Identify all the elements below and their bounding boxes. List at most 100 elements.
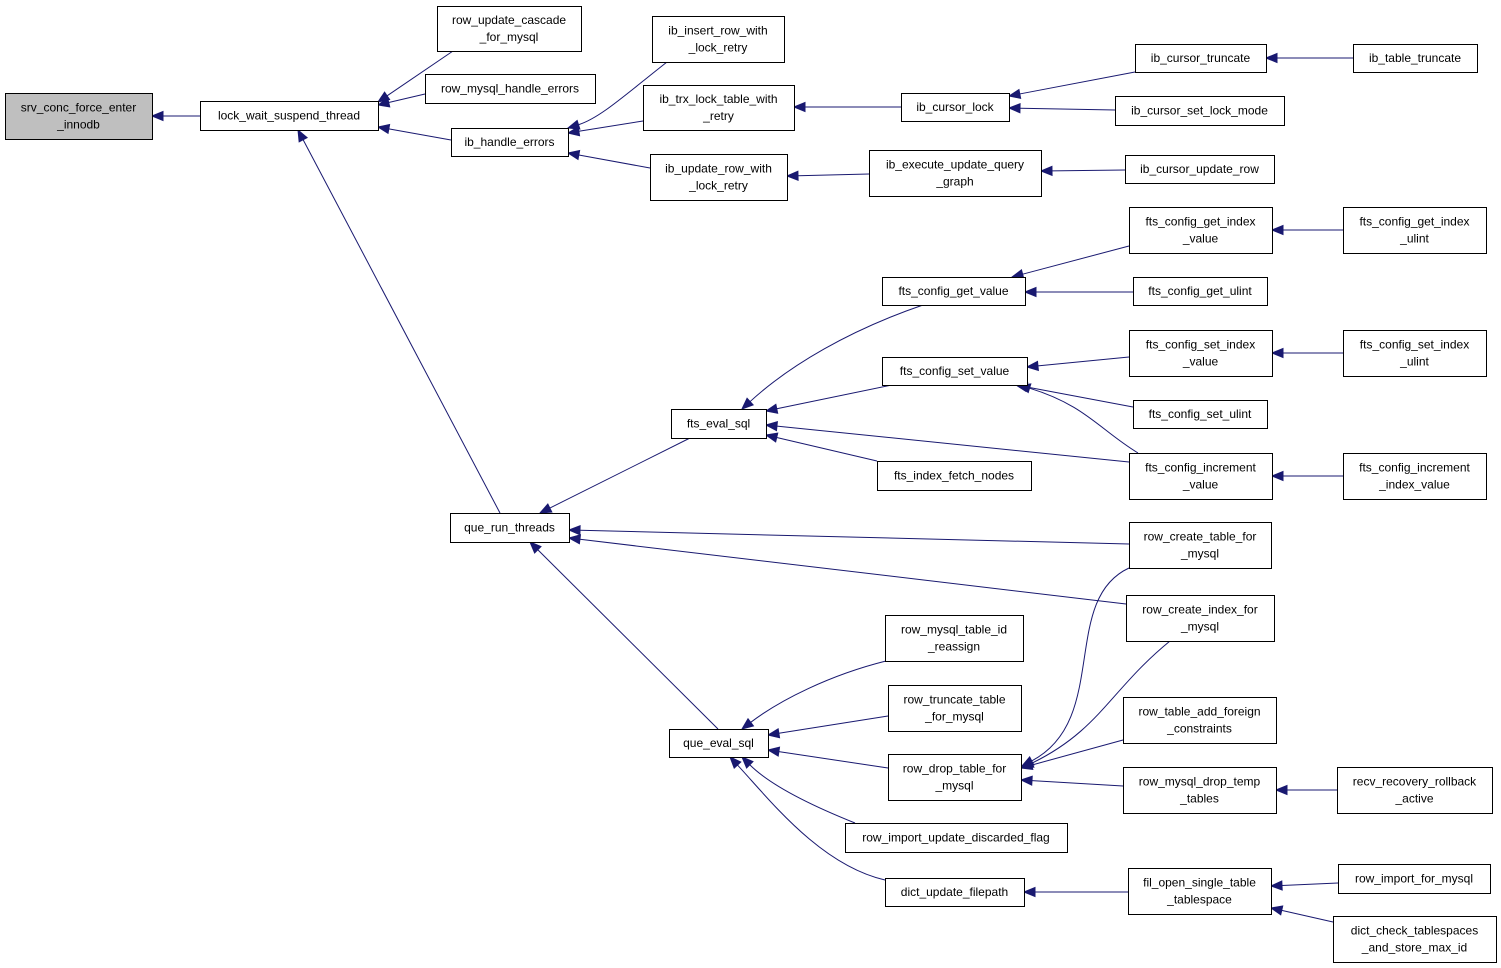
node-fts-config-set-value[interactable]: fts_config_set_value bbox=[882, 357, 1028, 386]
node-fts-config-get-ulint[interactable]: fts_config_get_ulint bbox=[1133, 277, 1268, 306]
node-fts-config-get-index-ulint[interactable]: fts_config_get_index_ulint bbox=[1343, 207, 1487, 254]
node-ib-cursor-lock[interactable]: ib_cursor_lock bbox=[901, 93, 1010, 122]
node-row-drop-table-for-mysql[interactable]: row_drop_table_for_mysql bbox=[888, 754, 1022, 801]
node-ib-insert-row-with-lock-retry[interactable]: ib_insert_row_with_lock_retry bbox=[652, 16, 785, 63]
node-fts-config-increment-value[interactable]: fts_config_increment_value bbox=[1129, 453, 1273, 500]
node-ib-cursor-set-lock-mode[interactable]: ib_cursor_set_lock_mode bbox=[1115, 96, 1285, 126]
node-box[interactable] bbox=[1129, 522, 1272, 569]
node-box[interactable] bbox=[1129, 453, 1273, 500]
node-row-create-table-for-mysql[interactable]: row_create_table_for_mysql bbox=[1129, 522, 1272, 569]
node-box[interactable] bbox=[1129, 330, 1273, 377]
node-fts-config-set-index-ulint[interactable]: fts_config_set_index_ulint bbox=[1343, 330, 1487, 377]
node-box[interactable] bbox=[1338, 864, 1491, 894]
node-box[interactable] bbox=[643, 85, 795, 131]
node-box[interactable] bbox=[1353, 44, 1478, 73]
node-row-update-cascade-for-mysql[interactable]: row_update_cascade_for_mysql bbox=[437, 6, 582, 52]
node-label: que_run_threads bbox=[464, 521, 555, 535]
node-label: lock_wait_suspend_thread bbox=[218, 109, 360, 123]
node-label: ib_table_truncate bbox=[1369, 51, 1461, 65]
node-box[interactable] bbox=[437, 6, 582, 52]
node-box[interactable] bbox=[1135, 44, 1267, 73]
node-recv-recovery-rollback-active[interactable]: recv_recovery_rollback_active bbox=[1337, 767, 1493, 814]
edge-arrowhead bbox=[1019, 759, 1034, 771]
node-ib-cursor-update-row[interactable]: ib_cursor_update_row bbox=[1125, 155, 1275, 184]
node-row-import-for-mysql[interactable]: row_import_for_mysql bbox=[1338, 864, 1491, 894]
node-label: row_mysql_drop_temp bbox=[1139, 775, 1261, 789]
node-row-table-add-foreign-constraints[interactable]: row_table_add_foreign_constraints bbox=[1123, 697, 1277, 744]
node-box[interactable] bbox=[1333, 916, 1497, 963]
node-fts-index-fetch-nodes[interactable]: fts_index_fetch_nodes bbox=[877, 461, 1032, 491]
node-box[interactable] bbox=[652, 16, 785, 63]
node-box[interactable] bbox=[888, 685, 1022, 732]
edge-n34-to-n16 bbox=[729, 756, 886, 881]
node-row-truncate-table-for-mysql[interactable]: row_truncate_table_for_mysql bbox=[888, 685, 1022, 732]
edge-line bbox=[1026, 386, 1134, 408]
node-label: _index_value bbox=[1378, 478, 1450, 492]
node-row-import-update-discarded-flag[interactable]: row_import_update_discarded_flag bbox=[845, 823, 1068, 853]
node-ib-cursor-truncate[interactable]: ib_cursor_truncate bbox=[1135, 44, 1267, 73]
node-fts-config-get-index-value[interactable]: fts_config_get_index_value bbox=[1129, 207, 1273, 254]
node-box[interactable] bbox=[425, 74, 596, 104]
node-box[interactable] bbox=[1129, 207, 1273, 254]
node-label: ib_cursor_lock bbox=[916, 100, 994, 114]
node-box[interactable] bbox=[1133, 400, 1268, 429]
node-box[interactable] bbox=[888, 754, 1022, 801]
edge-n37-to-n36 bbox=[1274, 784, 1337, 796]
node-que-eval-sql[interactable]: que_eval_sql bbox=[669, 729, 769, 758]
node-label: _reassign bbox=[927, 640, 980, 654]
node-fts-config-get-value[interactable]: fts_config_get_value bbox=[882, 277, 1026, 306]
node-box[interactable] bbox=[450, 513, 570, 543]
node-box[interactable] bbox=[5, 93, 153, 140]
node-box[interactable] bbox=[200, 101, 379, 131]
node-box[interactable] bbox=[1133, 277, 1268, 306]
node-box[interactable] bbox=[1125, 155, 1275, 184]
node-ib-execute-update-query-graph[interactable]: ib_execute_update_query_graph bbox=[869, 150, 1042, 197]
node-box[interactable] bbox=[1343, 330, 1487, 377]
node-ib-handle-errors[interactable]: ib_handle_errors bbox=[451, 128, 569, 157]
node-dict-check-tablespaces-and-store-max-id[interactable]: dict_check_tablespaces_and_store_max_id bbox=[1333, 916, 1497, 963]
node-row-mysql-table-id-reassign[interactable]: row_mysql_table_id_reassign bbox=[885, 615, 1024, 662]
node-label: ib_trx_lock_table_with bbox=[659, 92, 777, 106]
node-row-create-index-for-mysql[interactable]: row_create_index_for_mysql bbox=[1126, 595, 1275, 642]
node-que-run-threads[interactable]: que_run_threads bbox=[450, 513, 570, 543]
node-ib-table-truncate[interactable]: ib_table_truncate bbox=[1353, 44, 1478, 73]
node-fts-config-increment-index-value[interactable]: fts_config_increment_index_value bbox=[1343, 453, 1487, 500]
edge-arrowhead bbox=[1007, 88, 1022, 100]
node-row-mysql-handle-errors[interactable]: row_mysql_handle_errors bbox=[425, 74, 596, 104]
node-ib-update-row-with-lock-retry[interactable]: ib_update_row_with_lock_retry bbox=[650, 154, 788, 201]
edge-line bbox=[1019, 71, 1136, 95]
node-fil-open-single-table-tablespace[interactable]: fil_open_single_table_tablespace bbox=[1128, 868, 1272, 915]
node-box[interactable] bbox=[1343, 453, 1487, 500]
node-box[interactable] bbox=[901, 93, 1010, 122]
node-box[interactable] bbox=[885, 615, 1024, 662]
node-box[interactable] bbox=[882, 357, 1028, 386]
node-box[interactable] bbox=[671, 409, 767, 439]
node-box[interactable] bbox=[882, 277, 1026, 306]
node-box[interactable] bbox=[869, 150, 1042, 197]
node-dict-update-filepath[interactable]: dict_update_filepath bbox=[885, 878, 1025, 907]
node-srv-conc-force-enter-innodb[interactable]: srv_conc_force_enter_innodb bbox=[5, 93, 153, 140]
node-row-mysql-drop-temp-tables[interactable]: row_mysql_drop_temp_tables bbox=[1123, 767, 1277, 814]
node-fts-config-set-index-value[interactable]: fts_config_set_index_value bbox=[1129, 330, 1273, 377]
node-fts-eval-sql[interactable]: fts_eval_sql bbox=[671, 409, 767, 439]
node-box[interactable] bbox=[1115, 96, 1285, 126]
node-box[interactable] bbox=[885, 878, 1025, 907]
node-fts-config-set-ulint[interactable]: fts_config_set_ulint bbox=[1133, 400, 1268, 429]
edge-line bbox=[797, 173, 870, 177]
node-ib-trx-lock-table-with-retry[interactable]: ib_trx_lock_table_with_retry bbox=[643, 85, 795, 131]
node-box[interactable] bbox=[1126, 595, 1275, 642]
node-box[interactable] bbox=[877, 461, 1032, 491]
node-lock-wait-suspend-thread[interactable]: lock_wait_suspend_thread bbox=[200, 101, 379, 131]
node-box[interactable] bbox=[669, 729, 769, 758]
node-box[interactable] bbox=[1337, 767, 1493, 814]
node-box[interactable] bbox=[845, 823, 1068, 853]
node-box[interactable] bbox=[1343, 207, 1487, 254]
edge-n14-to-n10 bbox=[1039, 165, 1126, 177]
edge-line bbox=[549, 437, 691, 509]
edge-line bbox=[778, 715, 889, 734]
node-box[interactable] bbox=[1123, 767, 1277, 814]
node-box[interactable] bbox=[1123, 697, 1277, 744]
node-box[interactable] bbox=[1128, 868, 1272, 915]
node-box[interactable] bbox=[650, 154, 788, 201]
node-box[interactable] bbox=[451, 128, 569, 157]
